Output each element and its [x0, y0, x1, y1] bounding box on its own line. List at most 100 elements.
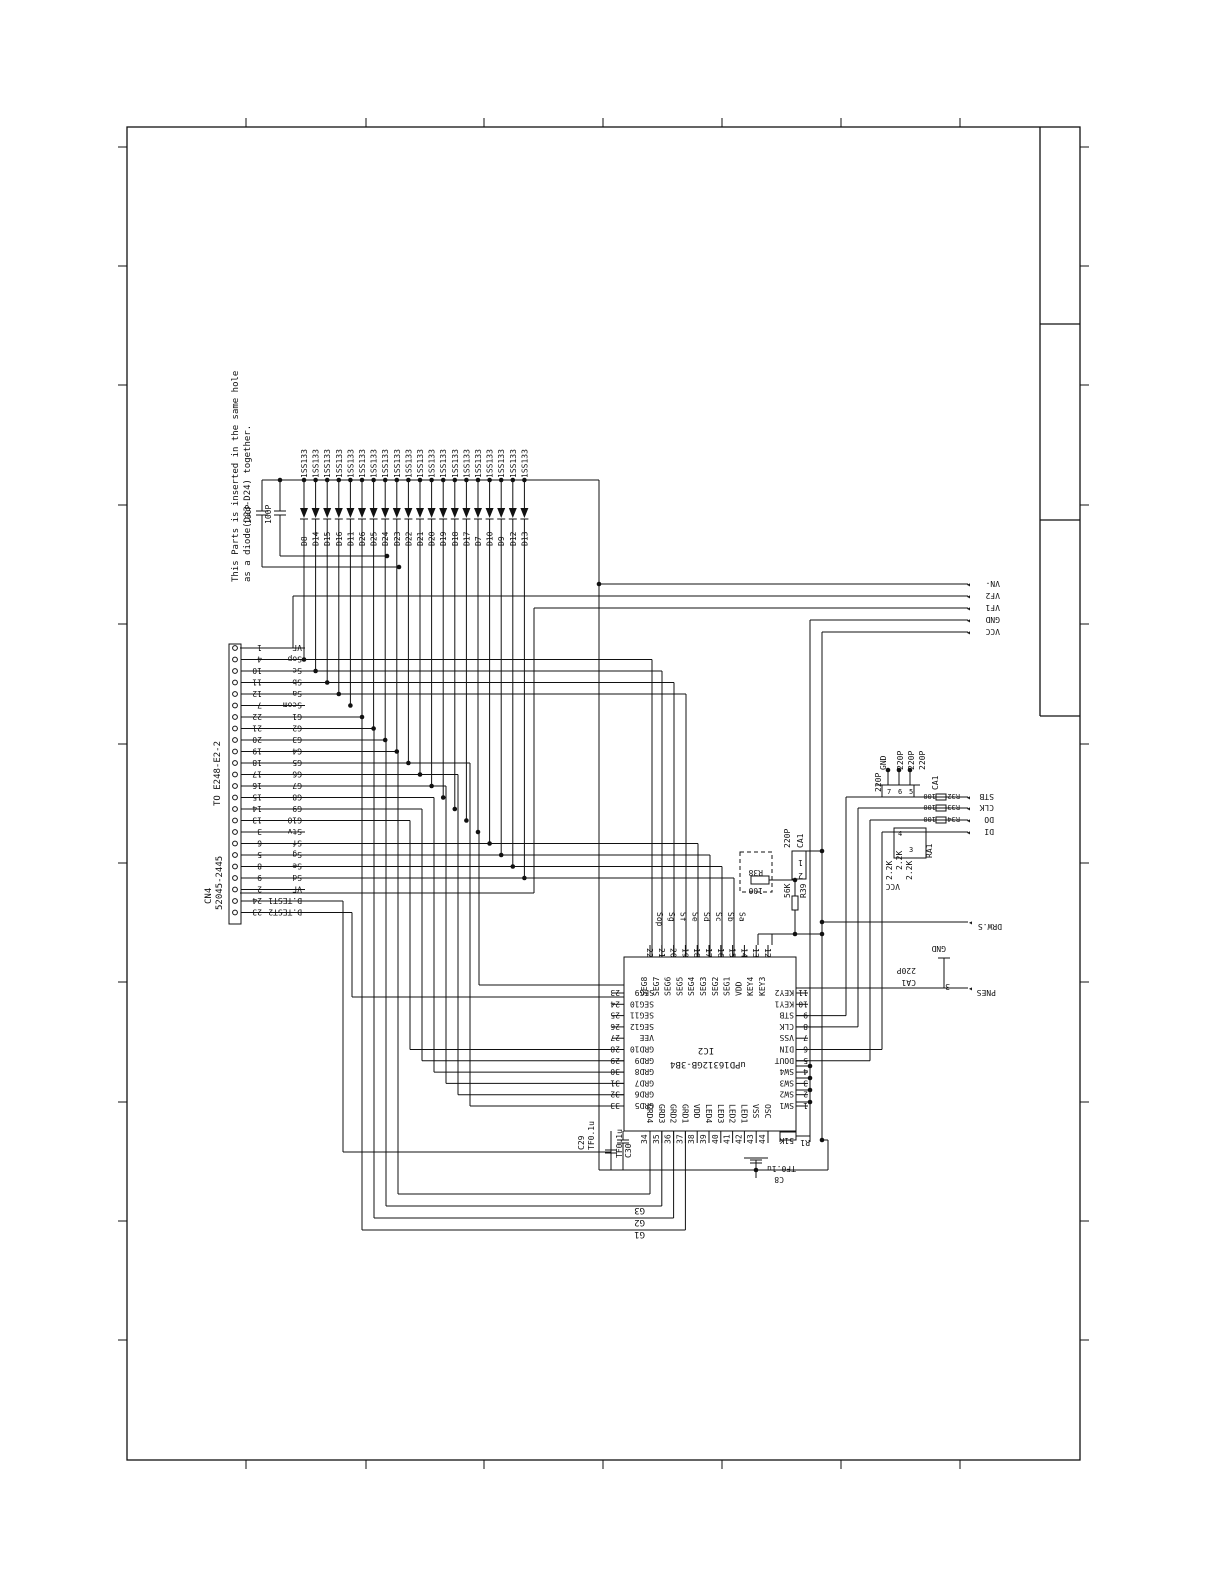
cn4-pin-name: Sa — [292, 689, 302, 698]
diode-symbol — [462, 508, 471, 518]
diode-symbol — [346, 508, 355, 518]
ic-pin-number: 34 — [640, 1134, 649, 1144]
cn4-pin-number: 17 — [252, 770, 262, 779]
diode-symbol — [392, 508, 401, 518]
ic-pin-name: KEY4 — [746, 977, 755, 996]
ic-pin-number: 2 — [803, 1090, 808, 1099]
ic-pin-name: CLK — [779, 1022, 794, 1031]
diode-symbol — [311, 508, 320, 518]
cn4-pin-number: 5 — [257, 850, 262, 859]
ic-pin-number: 33 — [610, 1101, 620, 1110]
diode-array: 1SS133D81SS133D141SS133D151SS133D161SS13… — [300, 449, 529, 546]
bus-resistor — [935, 793, 947, 801]
ic-pin-name: KEY2 — [775, 988, 794, 997]
diode-symbol — [300, 508, 308, 518]
power-label-3: GND — [985, 615, 1000, 624]
bus-pin-3: 3 — [909, 846, 913, 854]
ic-pin-name: SEG1 — [723, 977, 732, 996]
ic2-controller: IC2 uPD16312GB-3B4 22SEG8Sop21SEG7Sg20SE… — [610, 912, 808, 1144]
r39-value: 56K — [783, 883, 792, 898]
ic-pin-name: SW1 — [779, 1101, 794, 1110]
cn4-pin-name: Stv — [287, 827, 302, 836]
cn4-pin-hole — [232, 645, 238, 651]
ic-pin-number: 4 — [803, 1067, 808, 1076]
bottom-components: C29 TF0.1u TF0.1u C30 TF0.1u C8 R1 51K — [577, 1110, 829, 1184]
bus-resistor-ref: R32 — [947, 792, 960, 800]
diode-symbol — [381, 508, 390, 518]
cn4-pin-number: 16 — [252, 781, 262, 790]
diode-part: 1SS133 — [393, 449, 402, 478]
c30-value: TF0.1u — [615, 1129, 624, 1158]
diode-symbol — [404, 508, 413, 518]
drw-label: DRW.S — [978, 922, 1002, 931]
ic-pin-name: SW4 — [779, 1067, 794, 1076]
sheet-frame — [118, 118, 1089, 1469]
cn4-pin-number: 12 — [252, 689, 262, 698]
bus-cap-4: 220P — [918, 751, 927, 770]
cn4-pin-number: 18 — [252, 758, 262, 767]
ic-pin-number: 24 — [610, 999, 620, 1008]
cn4-pin-hole — [232, 748, 238, 755]
cn4-pin-number: 7 — [257, 701, 262, 710]
diode-symbol — [416, 508, 424, 518]
diode-part: 1SS133 — [416, 449, 425, 478]
cn4-pin-hole — [232, 656, 238, 663]
cn4-pin-name: Sd — [292, 873, 302, 882]
bus-resistor-value: 100 — [923, 815, 936, 823]
cn4-pin-number: 3 — [257, 827, 262, 836]
power-arrow: ◂ — [966, 604, 971, 613]
power-arrow: ◂ — [966, 628, 971, 637]
cn4-pin-name: G1 — [292, 712, 302, 721]
cn4-pin-number: 19 — [252, 747, 262, 756]
diode-part: 1SS133 — [358, 449, 367, 478]
cn4-pin-name: G6 — [292, 770, 302, 779]
diode-part: 1SS133 — [346, 449, 355, 478]
ic-pin-name: SEG12 — [630, 1022, 654, 1031]
ic-pin-name: GRD2 — [669, 1104, 678, 1123]
c30-ref: C30 — [624, 1143, 633, 1158]
display-wiring — [301, 519, 735, 1231]
ic-pin-number: 23 — [610, 988, 620, 997]
cn4-pin-number: 10 — [252, 666, 262, 675]
ca1-bottom-value: 220P — [897, 966, 916, 975]
cn4-pin-name: G7 — [292, 781, 302, 790]
ic-pin-number: 15 — [728, 948, 737, 958]
diode-part: 1SS133 — [335, 449, 344, 478]
cn4-pin-number: 1 — [257, 643, 262, 652]
ic-pin-name: OSC — [763, 1104, 772, 1119]
bus-signal-clk: CLK — [979, 803, 994, 812]
junction-dot — [452, 806, 458, 812]
cn4-pin-number: 4 — [257, 655, 262, 664]
grid-label-g1: G1 — [634, 1229, 645, 1239]
diode-symbol — [358, 508, 366, 518]
ic-pin-number: 19 — [680, 948, 689, 958]
osc-res-ref: R1 — [800, 1138, 810, 1147]
cn4-pin-number: 11 — [252, 678, 262, 687]
bus-resistor-value: 100 — [923, 803, 936, 811]
junction-dot — [348, 703, 353, 708]
cn4-ref: CN4 — [204, 888, 214, 904]
ic-pin-number: 12 — [763, 948, 772, 958]
diode-symbol — [439, 508, 448, 518]
bus-gnd-label: GND — [879, 755, 888, 770]
power-label-2: VF1 — [985, 603, 1000, 612]
serial-bus: GND 220P 220P 220P 220P CA1 7 6 5 4 3 ◂S… — [796, 751, 994, 1062]
cn4-part: 52045-2445 — [215, 856, 225, 910]
ic-pin-name: SEG6 — [664, 977, 673, 996]
ic-pin-name: GRD6 — [635, 1090, 654, 1099]
ic-pin-name: GRD4 — [645, 1104, 654, 1123]
cn4-pin-hole — [232, 863, 238, 870]
c8-ref: C8 — [774, 1175, 784, 1184]
ic-pin-number: 43 — [746, 1134, 755, 1144]
diode-part: 1SS133 — [486, 449, 495, 478]
cn4-pin-name: D.TEST2 — [268, 908, 302, 917]
diode-symbol — [369, 508, 378, 518]
ca1-top-ref: CA1 — [796, 833, 805, 848]
cn4-pin-name: G9 — [292, 804, 302, 813]
cn4-pin-hole — [232, 668, 238, 674]
ca1-top-pin2: 2 — [798, 871, 803, 880]
ic-pin-number: 38 — [687, 1134, 696, 1144]
cn4-pin-name: Sg — [292, 850, 302, 859]
ic-pin-number: 40 — [711, 1134, 720, 1144]
ic-pin-label: Sf — [679, 912, 688, 922]
